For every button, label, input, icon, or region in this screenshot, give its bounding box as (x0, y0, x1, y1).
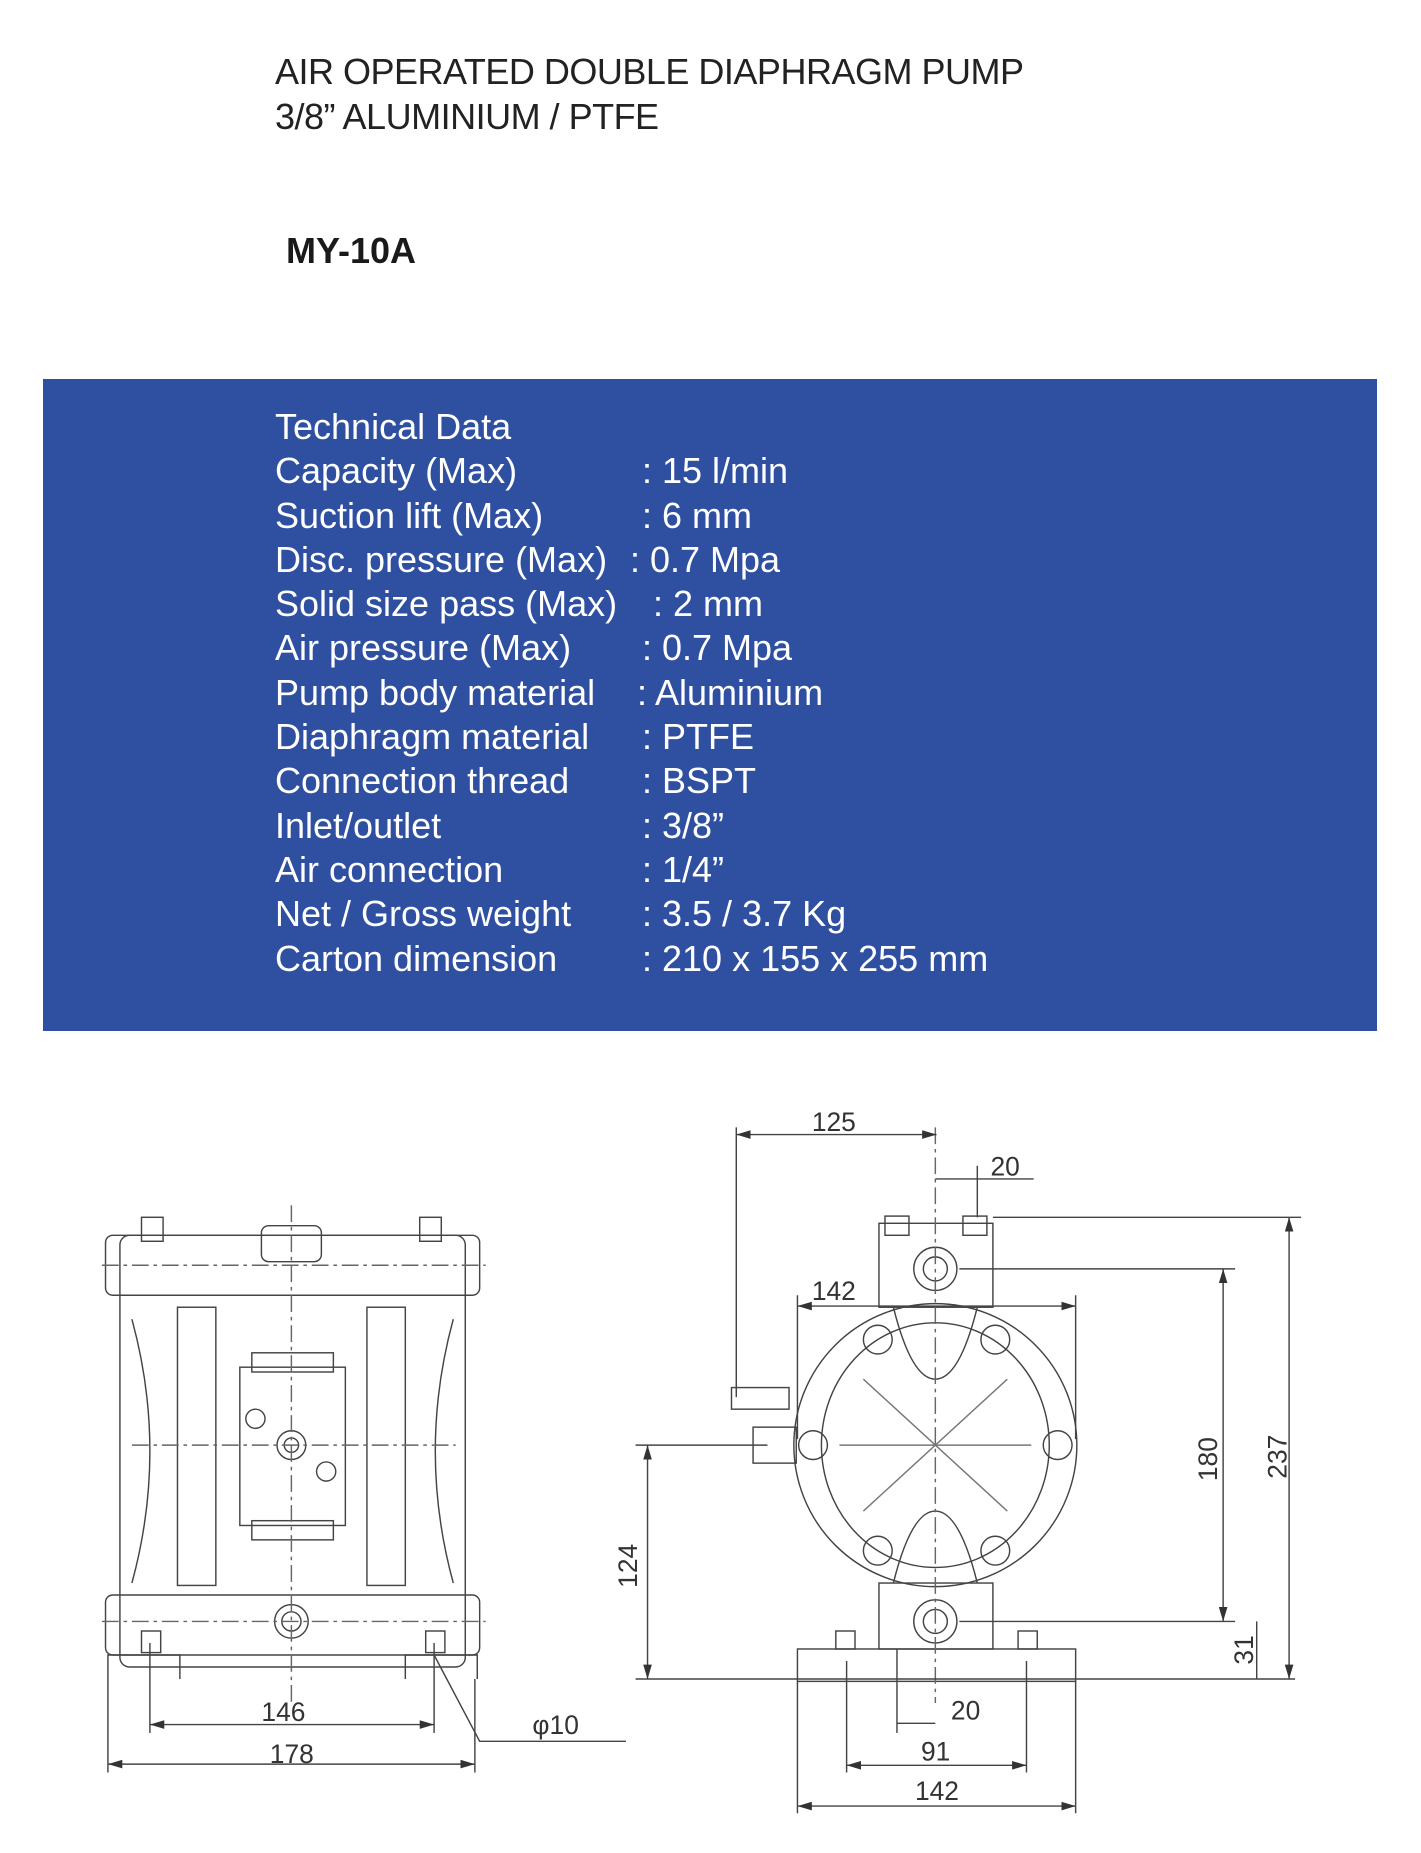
dim-front-inner-width: 146 (261, 1697, 305, 1727)
spec-label: Air pressure (Max) (275, 627, 572, 669)
side-view-drawing (635, 1127, 1302, 1814)
technical-data-panel (43, 379, 1377, 1031)
spec-value: : 15 l/min (642, 450, 789, 492)
dim-port-spacing: 180 (1193, 1437, 1223, 1481)
heading-text: Technical Data (275, 406, 512, 447)
dim-top-offset: 20 (991, 1151, 1020, 1181)
spec-value: : BSPT (642, 760, 757, 802)
spec-label: Diaphragm material (275, 716, 590, 758)
spec-value: : 0.7 Mpa (630, 538, 781, 580)
spec-value: : 0.7 Mpa (642, 627, 793, 669)
dim-bottom-offset: 20 (951, 1696, 980, 1726)
spec-value: : 1/4” (642, 848, 725, 890)
spec-value: : 2 mm (653, 583, 764, 625)
dim-base-width: 142 (915, 1776, 959, 1806)
dim-inlet-height: 124 (613, 1544, 643, 1588)
dim-hole-diameter: φ10 (532, 1710, 578, 1740)
dim-outlet-height: 31 (1229, 1635, 1259, 1664)
dim-front-outer-width: 178 (270, 1739, 314, 1769)
dim-body-width: 142 (812, 1276, 856, 1306)
spec-label: Suction lift (Max) (275, 494, 544, 536)
dim-top-width: 125 (812, 1107, 856, 1137)
spec-value: : 3.5 / 3.7 Kg (642, 893, 847, 935)
product-title: AIR OPERATED DOUBLE DIAPHRAGM PUMP (275, 51, 1024, 92)
model-number: MY-10A (286, 230, 417, 271)
spec-value: : 6 mm (642, 494, 753, 536)
spec-label: Air connection (275, 848, 504, 890)
spec-label: Connection thread (275, 760, 570, 802)
spec-label: Capacity (Max) (275, 450, 518, 492)
product-subtitle: 3/8” ALUMINIUM / PTFE (275, 96, 659, 137)
spec-label: Net / Gross weight (275, 893, 572, 935)
dim-base-hole-spacing: 91 (921, 1737, 950, 1767)
dim-total-height: 237 (1263, 1435, 1293, 1479)
spec-label: Inlet/outlet (275, 804, 442, 846)
spec-label: Solid size pass (Max) (275, 583, 618, 625)
spec-label: Disc. pressure (Max) (275, 538, 608, 580)
spec-value: : 210 x 155 x 255 mm (642, 937, 989, 979)
front-view-drawing (101, 1205, 626, 1773)
spec-label: Carton dimension (275, 937, 558, 979)
spec-value: : Aluminium (637, 671, 824, 713)
spec-value: : 3/8” (642, 804, 725, 846)
spec-value: : PTFE (642, 716, 755, 758)
spec-label: Pump body material (275, 671, 596, 713)
